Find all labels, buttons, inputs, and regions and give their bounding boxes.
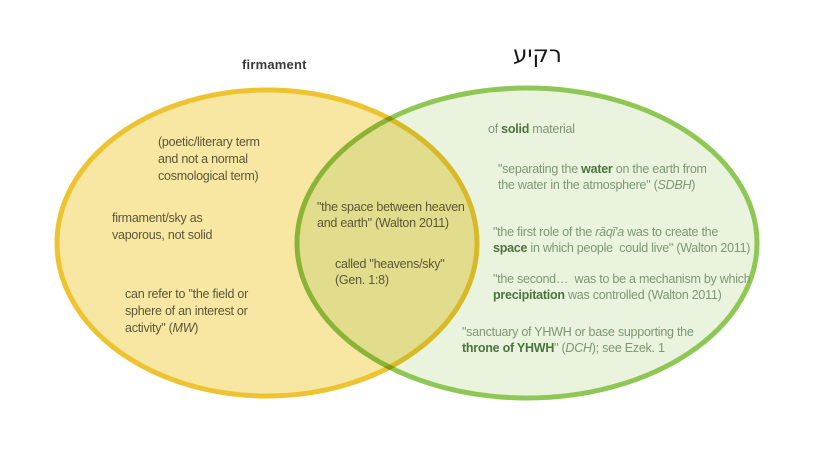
overlap-note-heavens-sky: called "heavens/sky"(Gen. 1:8) — [335, 257, 445, 287]
right-set-ellipse — [294, 85, 760, 401]
right-note-sanctuary: "sanctuary of YHWH or base supporting th… — [462, 325, 694, 355]
left-set-title: firmament — [242, 57, 307, 72]
right-note-solid-material: of solid material — [488, 122, 575, 136]
right-set-title: רקיע — [513, 42, 562, 68]
right-note-second-role: "the second… was to be a mechanism by wh… — [493, 272, 751, 302]
right-note-first-role: "the first role of the rāqī'a was to cre… — [493, 225, 751, 255]
